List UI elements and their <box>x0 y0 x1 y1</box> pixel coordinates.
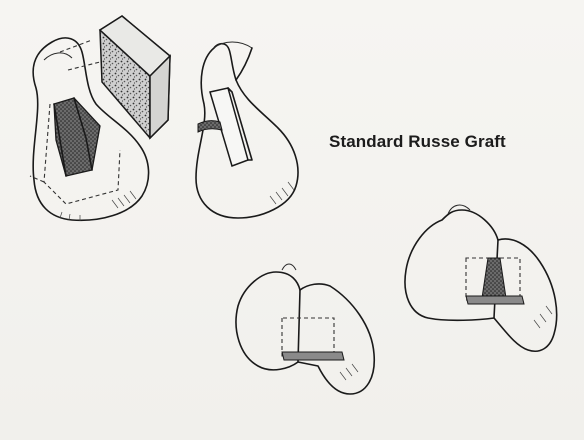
bone-graft-block <box>100 16 170 138</box>
scaphoid-fragments-graft <box>236 264 374 394</box>
scaphoid-with-graft <box>196 42 298 218</box>
scaphoid-healed-graft <box>405 205 557 351</box>
